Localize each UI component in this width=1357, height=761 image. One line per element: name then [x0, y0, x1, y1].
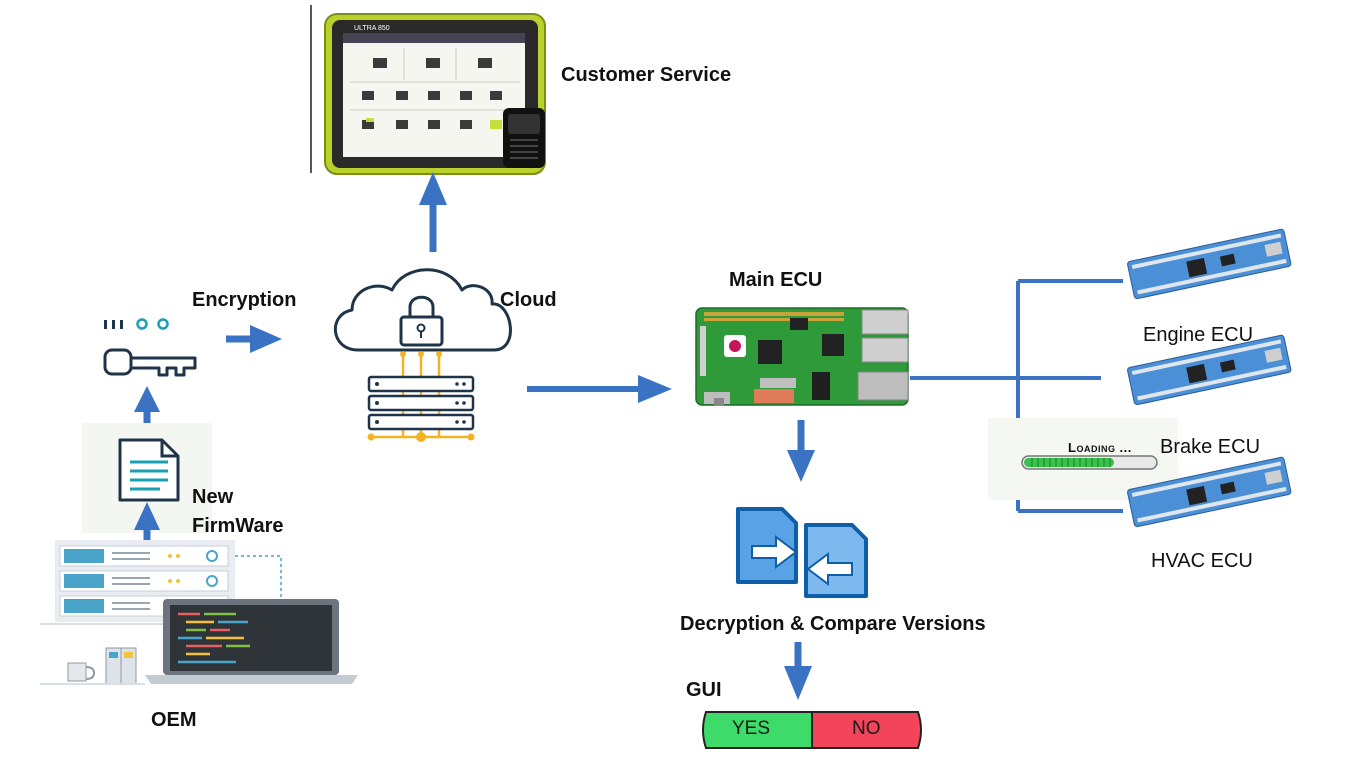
arrow-cloud-to-tablet [419, 172, 447, 252]
decryption-compare-label: Decryption & Compare Versions [680, 613, 986, 635]
arrow-cloud-to-ecu [527, 375, 672, 403]
new-firmware-label-line2: FirmWare [192, 515, 284, 537]
brake-ecu-label: Brake ECU [1160, 436, 1261, 458]
engine-ecu-label: Engine ECU [1143, 324, 1254, 346]
loading-bar [1021, 455, 1158, 470]
new-firmware-label-line1: New [192, 486, 234, 508]
key-dots-icon [104, 318, 169, 330]
arrow-doc-to-key [134, 386, 160, 425]
arrow-encryption [226, 325, 282, 353]
gui-label: GUI [686, 679, 722, 701]
hvac-ecu-label: HVAC ECU [1151, 550, 1253, 572]
no-button[interactable]: NO [852, 718, 881, 739]
yes-button[interactable]: YES [732, 718, 771, 739]
loading-label: Loading ... [1068, 440, 1132, 455]
arrow-compare-to-gui [784, 642, 812, 700]
key-icon [103, 348, 197, 377]
cloud-lock-icon [334, 268, 512, 352]
raspberry-pi-board-icon [695, 307, 909, 406]
document-icon [118, 438, 180, 502]
stm32-board-icon [1127, 228, 1292, 528]
oem-label: OEM [151, 709, 197, 731]
arrow-ecu-to-compare [787, 420, 815, 482]
tablet-icon [324, 13, 546, 175]
main-ecu-label: Main ECU [729, 269, 823, 291]
gui-toggle [702, 711, 922, 749]
server-icon [367, 351, 475, 442]
encryption-label: Encryption [192, 289, 297, 311]
compare-icon [736, 507, 868, 598]
oem-workstation-icon [40, 540, 358, 685]
customer-service-label: Customer Service [561, 64, 732, 86]
cloud-label: Cloud [500, 289, 557, 311]
tablet-header: ULTRA 850 [354, 25, 390, 32]
